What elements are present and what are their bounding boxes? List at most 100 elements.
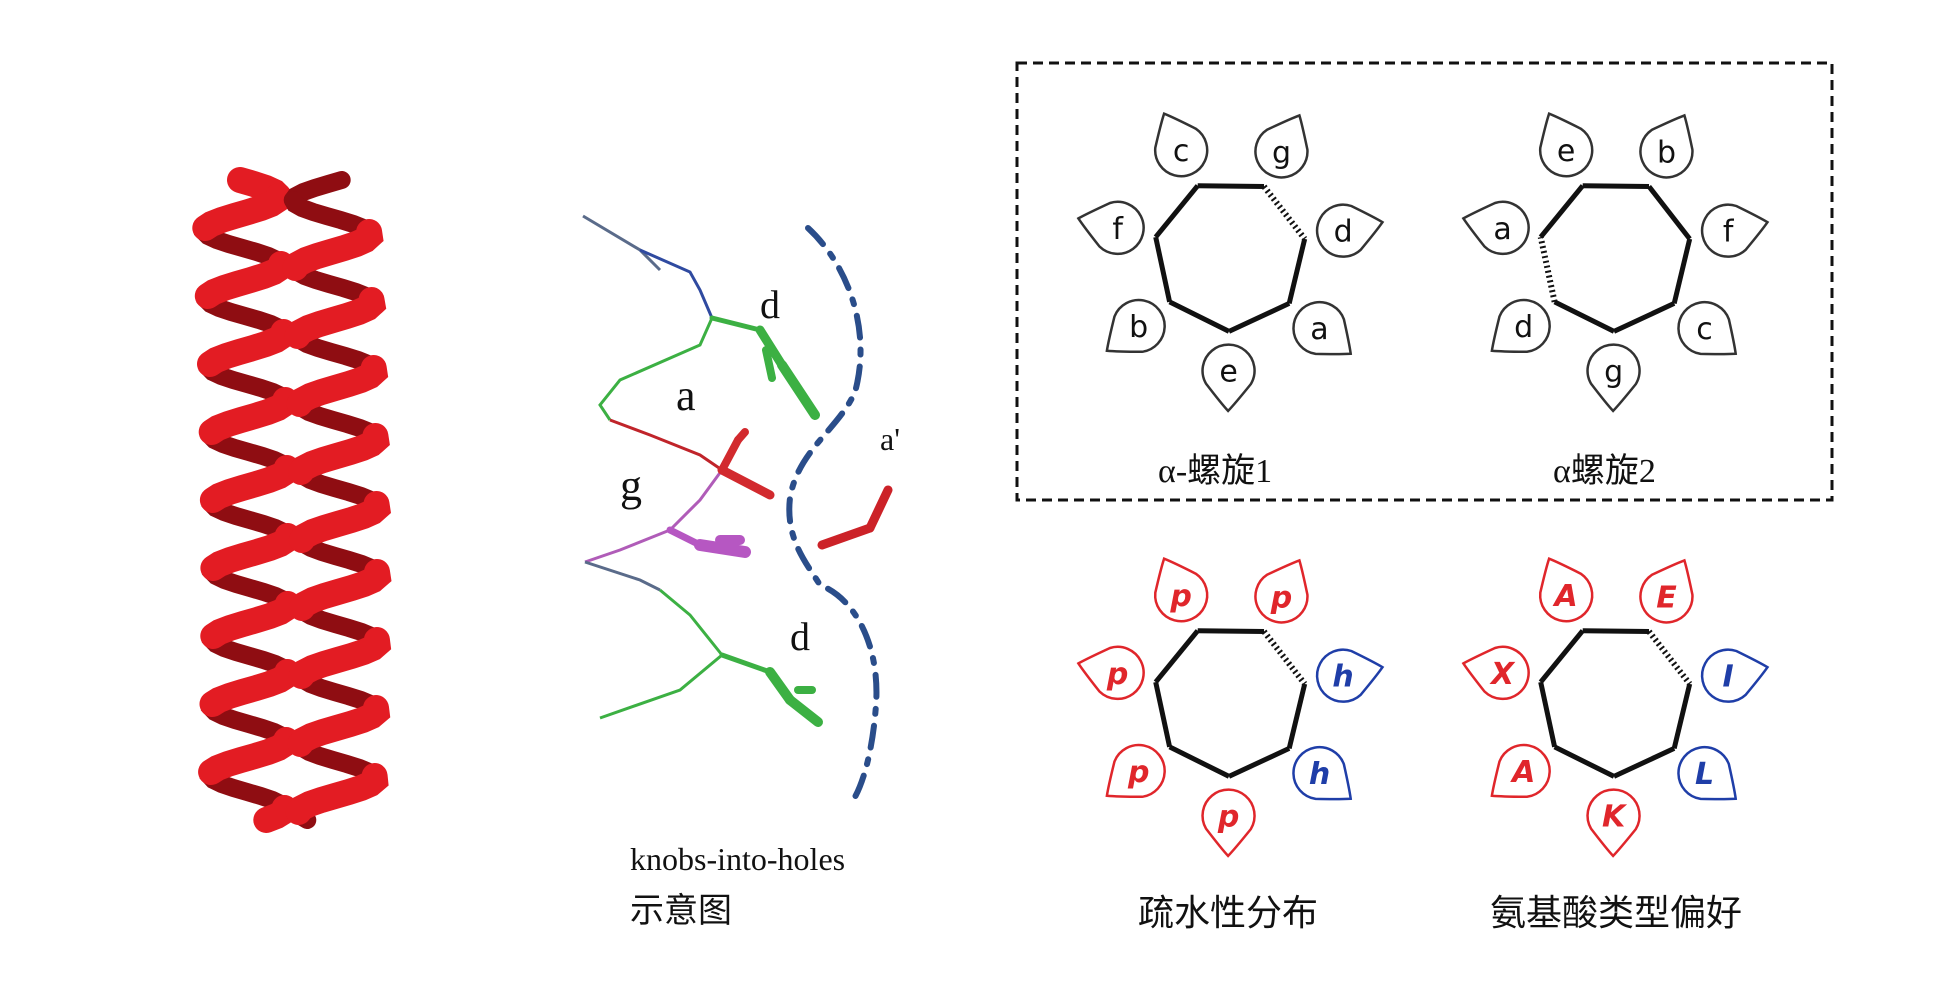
side-chain-d-top [709,315,820,420]
residue-bubble [1254,558,1309,624]
residue-label: e [1557,134,1575,169]
helical-wheel-box [1015,61,1834,502]
residue-label: A [1552,579,1577,614]
residue-label: d [1514,310,1533,345]
residue-label: I [1723,660,1734,695]
residue-bubble [1490,743,1551,799]
wheel-edge [1153,629,1200,684]
wheel-edge [1227,746,1291,779]
helix-right-turn-15 [288,491,392,553]
residue-label: p [1169,579,1191,614]
residue-bubble [1292,301,1353,356]
residue-bubble [1315,203,1385,258]
knobs-into-holes-diagram: d a g a' d knobs-into-holes 示意图 [582,214,900,931]
helix-right-turn-13 [286,355,389,417]
residue-label: f [1112,212,1124,247]
residue-bubble [1700,203,1770,258]
residue-bubble [1254,113,1309,179]
helix1-caption: α-螺旋1 [1158,452,1272,490]
wheel-edge [1612,746,1676,779]
wheel-edge [1168,744,1231,779]
residue-label: h [1309,757,1330,792]
wheel-edge [1553,299,1616,334]
residue-label: p [1106,657,1128,692]
backbone-segment-top [582,214,662,272]
residue-label: d [1334,215,1353,250]
side-chain-a-prime [817,485,893,550]
helix-right-turn-16 [289,559,392,621]
backbone-segment-green-bottom [599,588,725,720]
helix-ribbon-left [192,167,301,833]
residue-bubble [1677,301,1738,356]
residue-label: c [1173,134,1190,169]
knobs-caption-line2: 示意图 [630,891,732,931]
knobs-caption-line1: knobs-into-holes [630,841,845,877]
wheel-edge [1286,683,1308,749]
residue-bubble [1461,200,1530,256]
wheel-edge [1153,681,1173,748]
residue-label: a [1310,312,1328,347]
backbone-segment-blue [639,248,714,319]
helix-left-turn-16 [200,591,301,649]
wheel-edge [1286,238,1308,304]
residue-label: p [1217,800,1239,835]
residue-bubble [1153,557,1209,623]
residue-bubble [1639,113,1694,179]
helix2-caption: α螺旋2 [1553,452,1656,490]
helix-left-turn-12 [197,319,297,377]
label-g: g [620,461,642,510]
wheel-edge [1537,236,1558,303]
residue-bubble [1076,645,1145,701]
residue-bubble [1105,743,1166,799]
residue-bubble [1201,343,1256,413]
wheel-edge [1582,628,1650,634]
residue-label: b [1657,135,1676,170]
wheel-edge [1168,299,1231,334]
helix-left-turn-14 [199,455,300,513]
helix-left-turn-15 [200,523,301,581]
residue-bubble [1700,648,1770,703]
residue-label: b [1129,310,1148,345]
helix-left-turn-13 [198,387,299,445]
helix-ribbon-right [282,171,392,829]
wheel-edge [1197,183,1265,189]
residue-bubble [1538,557,1594,623]
wheel-edge [1538,629,1585,684]
residue-label: a [1493,212,1511,247]
residue-label: h [1332,660,1353,695]
wheel-edge [1582,183,1650,189]
helix-right-turn-12 [284,287,387,349]
residue-label: L [1695,757,1714,792]
hydrophobicity-caption: 疏水性分布 [1138,893,1318,934]
residue-bubble [1677,746,1738,801]
residue-label: E [1656,580,1677,615]
residue-label: K [1602,800,1628,835]
backbone-segment-green-top [598,317,714,421]
helix-left-turn-10 [192,183,292,241]
label-a: a [676,371,696,420]
backbone-segment-red [609,418,723,472]
wheel-edge [1197,628,1265,634]
residue-label: p [1270,580,1292,615]
wheel-edge [1153,236,1173,303]
wheel-edge [1647,184,1692,241]
residue-label: f [1723,215,1735,250]
side-chain-a [717,428,775,500]
wheel-edge [1646,629,1693,686]
residue-bubble [1105,298,1166,354]
residue-label: c [1696,312,1713,347]
residue-bubble [1538,112,1594,178]
side-chain-g [666,526,751,558]
helix-right-turn-14 [288,423,390,485]
coiled-coil-ribbon [192,167,392,833]
backbone-segment-slate [584,560,661,592]
aa-preference-caption: 氨基酸类型偏好 [1490,893,1742,934]
residue-bubble [1461,645,1530,701]
helix-left-turn-11 [194,251,294,309]
residue-bubble [1153,112,1209,178]
helix-right-turn-17 [288,627,392,689]
residue-label: g [1604,355,1623,390]
